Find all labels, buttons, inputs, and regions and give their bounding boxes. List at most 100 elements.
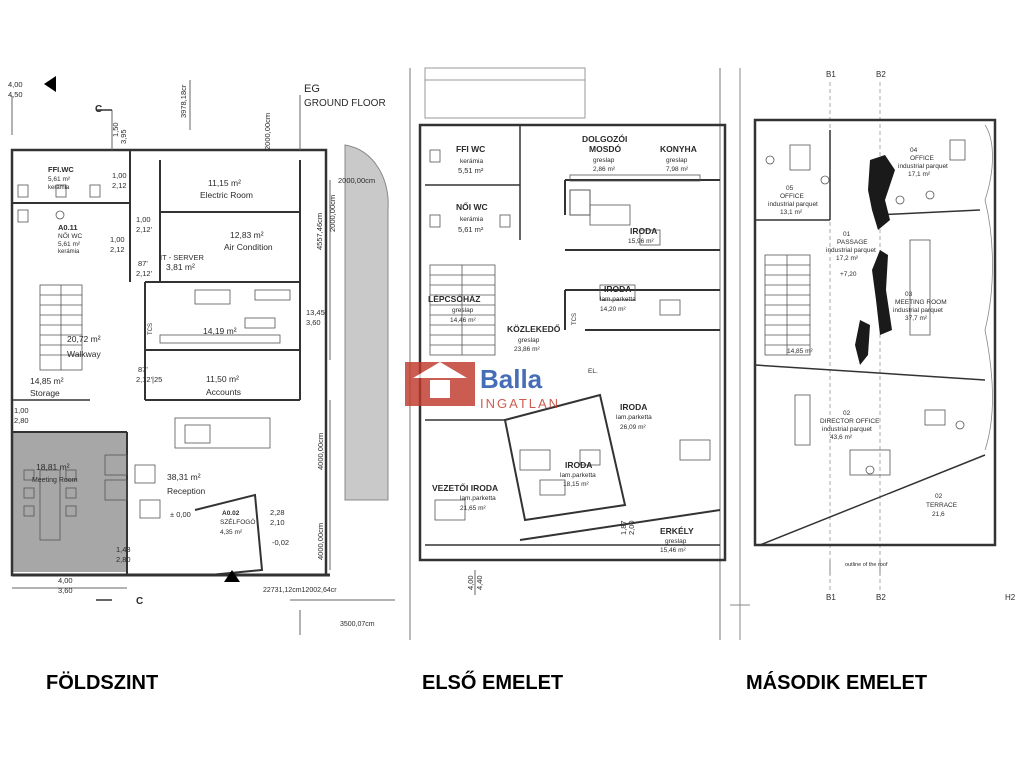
room-name: IT - SERVER: [160, 253, 204, 262]
dim-label: 1,50: [111, 122, 120, 137]
room-material: greslap: [452, 307, 474, 314]
room-material: kerámia: [48, 185, 70, 191]
ground-floor-plan: [10, 80, 395, 635]
room-name: LÉPCSŐHÁZ: [428, 293, 480, 304]
dim-label: 1,00: [136, 215, 151, 224]
caption-second-floor: MÁSODIK EMELET: [746, 672, 928, 694]
level-label: -0,02: [272, 538, 289, 547]
passage-sculpture: [872, 250, 892, 335]
room-material: industrial parquet: [893, 307, 943, 314]
room-name: Walkway: [67, 349, 101, 359]
room-area: 21,65 m²: [460, 505, 486, 512]
room-material: lam.parketta: [616, 414, 652, 421]
section-c-bottom: C: [136, 596, 143, 607]
room-name: IRODA: [630, 226, 657, 236]
room-material: kerámia: [58, 249, 80, 255]
dim-label: 22731,12cm12002,64cr: [263, 587, 337, 594]
room-area: 5,61 m²: [58, 241, 81, 248]
room-area: 38,31 m²: [167, 472, 201, 482]
caption-first-floor: ELSŐ EMELET: [422, 672, 564, 694]
room-name: Meeting Room: [32, 477, 78, 484]
dim-label: 1,00: [112, 171, 127, 180]
room-area: 11,15 m²: [208, 178, 241, 188]
dim-label: 1,00: [110, 235, 125, 244]
room-area: 21,6: [932, 511, 945, 518]
dim-label: 4000,00cm: [316, 433, 325, 470]
dim-label: 1,87: [619, 520, 628, 535]
room-area: 23,86 m²: [514, 346, 540, 353]
room-area: 14,19 m²: [203, 326, 237, 336]
room-area: 14,85 m²: [787, 348, 813, 355]
room-code: 03: [905, 291, 913, 298]
dim-label: 3500,07cm: [340, 621, 375, 628]
dim-label: 87': [138, 259, 148, 268]
room-material: greslap: [593, 157, 615, 164]
room-area: 13,1 m²: [780, 209, 803, 216]
dim-label: 2,00: [627, 520, 636, 535]
room-name: VEZETŐI IRODA: [432, 482, 498, 493]
room-code: 02: [935, 493, 943, 500]
grid-label: B1: [826, 70, 836, 79]
dim-label: 4,00: [466, 575, 475, 590]
room-name: IRODA: [604, 284, 631, 294]
room-name: SZÉLFOGÓ: [220, 517, 255, 526]
room-material: greslap: [665, 538, 687, 545]
room-name: KÖZLEKEDŐ: [507, 323, 561, 334]
grid-label: B1: [826, 593, 836, 602]
dim-label: 13,45: [306, 308, 325, 317]
dim-label: 2000,00cm: [263, 113, 272, 150]
room-name: TERRACE: [926, 502, 958, 509]
room-area: 12,83 m²: [230, 230, 264, 240]
room-code: 02: [843, 410, 851, 417]
grid-label: B2: [876, 593, 886, 602]
room-material: lam.parketta: [560, 472, 596, 479]
dim-label: 2,12': [136, 269, 153, 278]
dim-label: 2,12': [136, 225, 153, 234]
dim-label: 2,28: [270, 508, 285, 517]
room-area: 14,20 m²: [600, 306, 626, 313]
dim-label: 2000,00cm: [338, 176, 375, 185]
dim-label: 2000,00cm: [328, 195, 337, 232]
dim-label: 3978,18cr: [179, 84, 188, 118]
room-area: 7,98 m²: [666, 166, 689, 173]
room-name: DOLGOZÓI: [582, 133, 627, 144]
dim-label: 3,60: [306, 318, 321, 327]
watermark-sub: INGATLAN: [480, 396, 560, 411]
room-name: DIRECTOR OFFICE: [820, 418, 880, 425]
plan1-eg-label: EG: [304, 83, 320, 95]
dim-label: 4000,00cm: [316, 523, 325, 560]
watermark-roof-icon: [413, 362, 467, 378]
room-area: 18,81 m²: [36, 462, 70, 472]
dim-label: 4,00: [8, 80, 23, 89]
level-label: +7,20: [840, 271, 857, 278]
room-name: NŐI WC: [58, 231, 82, 240]
section-c-top: C: [95, 104, 102, 115]
room-name: PASSAGE: [837, 239, 868, 246]
dim-label: 4,50: [8, 90, 23, 99]
room-label: TCS: [148, 323, 154, 335]
room-name: Air Condition: [224, 242, 273, 252]
dim-label: 1,00: [14, 406, 29, 415]
dim-label: 4,00: [58, 576, 73, 585]
grid-label: B2: [876, 70, 886, 79]
room-material: industrial parquet: [822, 426, 872, 433]
room-name: OFFICE: [910, 155, 934, 162]
room-name: IRODA: [620, 402, 647, 412]
dim-label: 3,95: [119, 129, 128, 144]
room-material: industrial parquet: [826, 247, 876, 254]
entrance-arrow-icon: [224, 570, 240, 582]
room-area: 43,6 m²: [830, 434, 853, 441]
room-code: 05: [786, 185, 794, 192]
room-area: 5,61 m²: [458, 225, 484, 234]
room-code: A0.02: [222, 510, 240, 517]
room-area: 4,35 m²: [220, 529, 243, 536]
room-name: KONYHA: [660, 144, 697, 154]
dim-label: 2,10: [270, 518, 285, 527]
dim-label: 2,12: [110, 245, 125, 254]
passage-sculpture: [868, 155, 895, 230]
landscape-strip: [344, 144, 389, 501]
room-name: MOSDÓ: [589, 143, 622, 154]
room-material: greslap: [518, 337, 540, 344]
room-name: Storage: [30, 388, 60, 398]
dim-label: 3,60: [58, 586, 73, 595]
